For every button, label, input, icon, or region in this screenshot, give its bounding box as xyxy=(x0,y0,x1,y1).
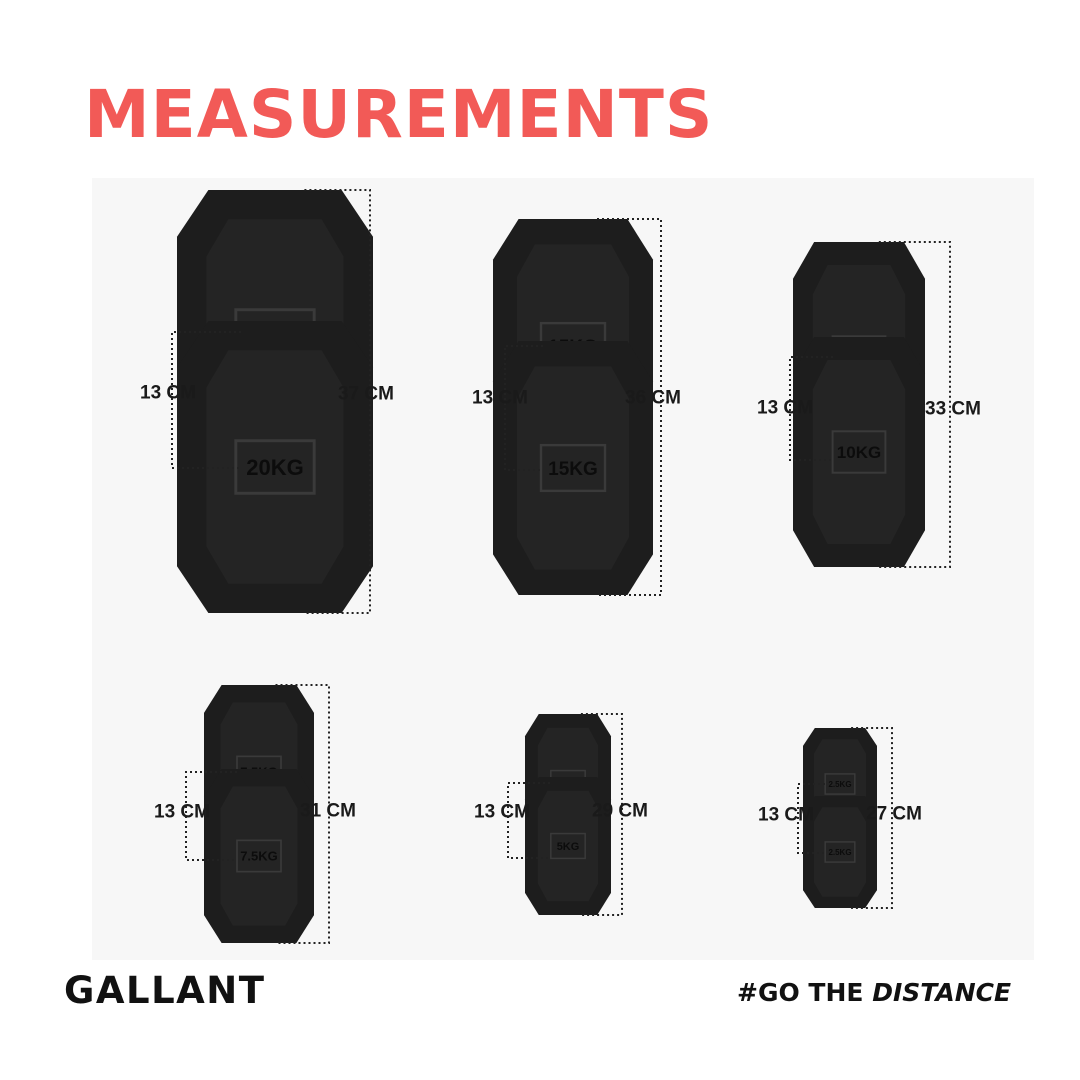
handle-length-label: 13 CM xyxy=(474,801,530,823)
weight-label: 2.5KG xyxy=(828,780,851,789)
handle-length-label: 13 CM xyxy=(154,801,210,823)
weight-label: 2.5KG xyxy=(828,848,851,857)
total-length-label: 27 CM xyxy=(866,803,922,825)
total-length-guide xyxy=(851,727,893,909)
dumbbell: 20KG20KG xyxy=(171,189,373,614)
total-length-guide xyxy=(304,189,371,614)
handle-length-label: 13 CM xyxy=(758,804,814,826)
handle-length-guide xyxy=(504,345,543,471)
total-length-guide xyxy=(597,218,662,596)
handle-length-guide xyxy=(789,356,833,461)
weight-label: 5KG xyxy=(557,841,580,853)
brand-logo: GALLANT xyxy=(64,969,266,1012)
weight-label: 10KG xyxy=(837,443,881,462)
handle-length-guide xyxy=(185,771,237,861)
handle-length-label: 13 CM xyxy=(140,382,196,404)
dumbbell: 10KG10KG xyxy=(789,241,951,568)
handle-length-label: 13 CM xyxy=(472,387,528,409)
total-length-guide xyxy=(580,713,623,916)
handle-length-label: 13 CM xyxy=(757,397,813,419)
total-length-guide xyxy=(275,684,330,944)
tagline-emphasis: DISTANCE xyxy=(872,978,1012,1007)
total-length-label: 31 CM xyxy=(300,800,356,822)
total-length-label: 37 CM xyxy=(338,383,394,405)
total-length-label: 36 CM xyxy=(625,387,681,409)
tagline-prefix: #GO THE xyxy=(737,978,864,1007)
handle-length-guide xyxy=(507,782,550,859)
total-length-guide xyxy=(878,241,951,568)
dumbbell: 7.5KG7.5KG xyxy=(185,684,330,944)
weight-label: 7.5KG xyxy=(240,849,278,864)
weight-label: 20KG xyxy=(246,455,303,480)
total-length-label: 29 CM xyxy=(592,800,648,822)
page-title: MEASUREMENTS xyxy=(84,76,714,153)
total-length-label: 33 CM xyxy=(925,398,981,420)
weight-label: 15KG xyxy=(548,459,598,480)
handle-length-guide xyxy=(797,783,825,854)
dumbbell: 2.5KG 2.5KG xyxy=(797,727,893,909)
tagline: #GO THE DISTANCE xyxy=(737,980,1011,1005)
dumbbell: 15KG15KG xyxy=(493,218,662,596)
handle-length-guide xyxy=(171,331,241,469)
